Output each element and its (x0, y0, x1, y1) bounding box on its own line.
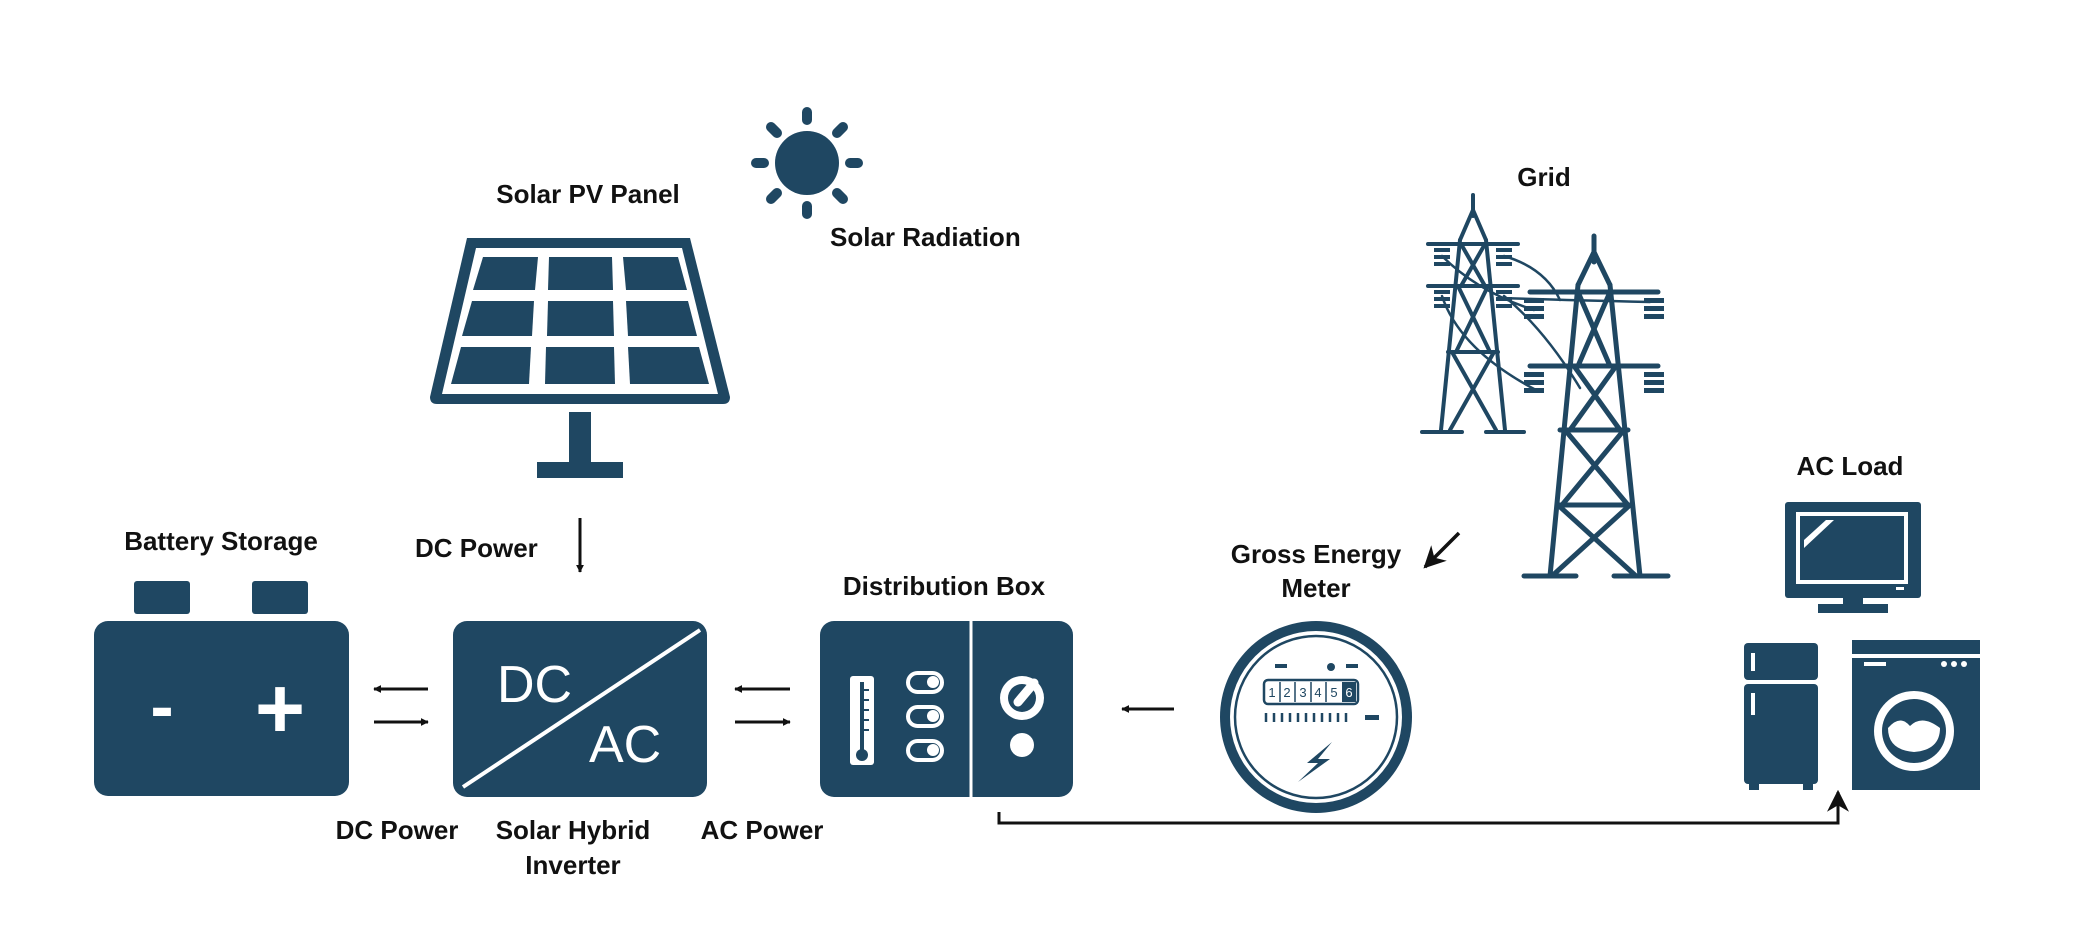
dc-power-label-panel: DC Power (415, 533, 538, 563)
battery-minus-terminal: - (150, 667, 173, 745)
inverter-ac-glyph: AC (589, 716, 661, 774)
sun-icon (751, 107, 863, 219)
gross-energy-meter-label-line1: Gross Energy (1231, 539, 1402, 569)
grid-to-meter-arrow (1423, 531, 1461, 569)
battery-plus-terminal: + (255, 661, 305, 757)
meter-digit-5: 5 (1330, 685, 1337, 700)
meter-digit-1: 1 (1268, 685, 1275, 700)
meter-digit-6: 6 (1345, 685, 1352, 700)
dc-power-label-battery: DC Power (336, 815, 459, 845)
transmission-tower-icon (1420, 193, 1671, 579)
ac-load-label: AC Load (1797, 451, 1904, 481)
grid-label: Grid (1517, 162, 1570, 192)
ac-power-label: AC Power (701, 815, 824, 845)
appliances-icon (1744, 502, 1980, 790)
distribution-box-label: Distribution Box (843, 571, 1046, 601)
solar-pv-panel-label: Solar PV Panel (496, 179, 680, 209)
distribution-box-icon (820, 621, 1073, 797)
distribution-to-ac-load-line (997, 789, 1849, 825)
meter-digit-2: 2 (1283, 685, 1290, 700)
solar-panel-icon (430, 238, 730, 478)
gross-energy-meter-label-line2: Meter (1281, 573, 1350, 603)
solar-hybrid-inverter-label-line1: Solar Hybrid (496, 815, 651, 845)
battery-storage-label: Battery Storage (124, 526, 318, 556)
inverter-dc-glyph: DC (497, 656, 572, 714)
energy-meter-icon: 1 2 3 4 5 6 (1220, 621, 1412, 813)
solar-radiation-label: Solar Radiation (830, 222, 1021, 252)
meter-digit-3: 3 (1299, 685, 1306, 700)
meter-digit-4: 4 (1314, 685, 1321, 700)
inverter-icon: DC AC (453, 621, 707, 797)
battery-icon: - + (94, 581, 349, 796)
solar-hybrid-inverter-label-line2: Inverter (525, 850, 620, 880)
